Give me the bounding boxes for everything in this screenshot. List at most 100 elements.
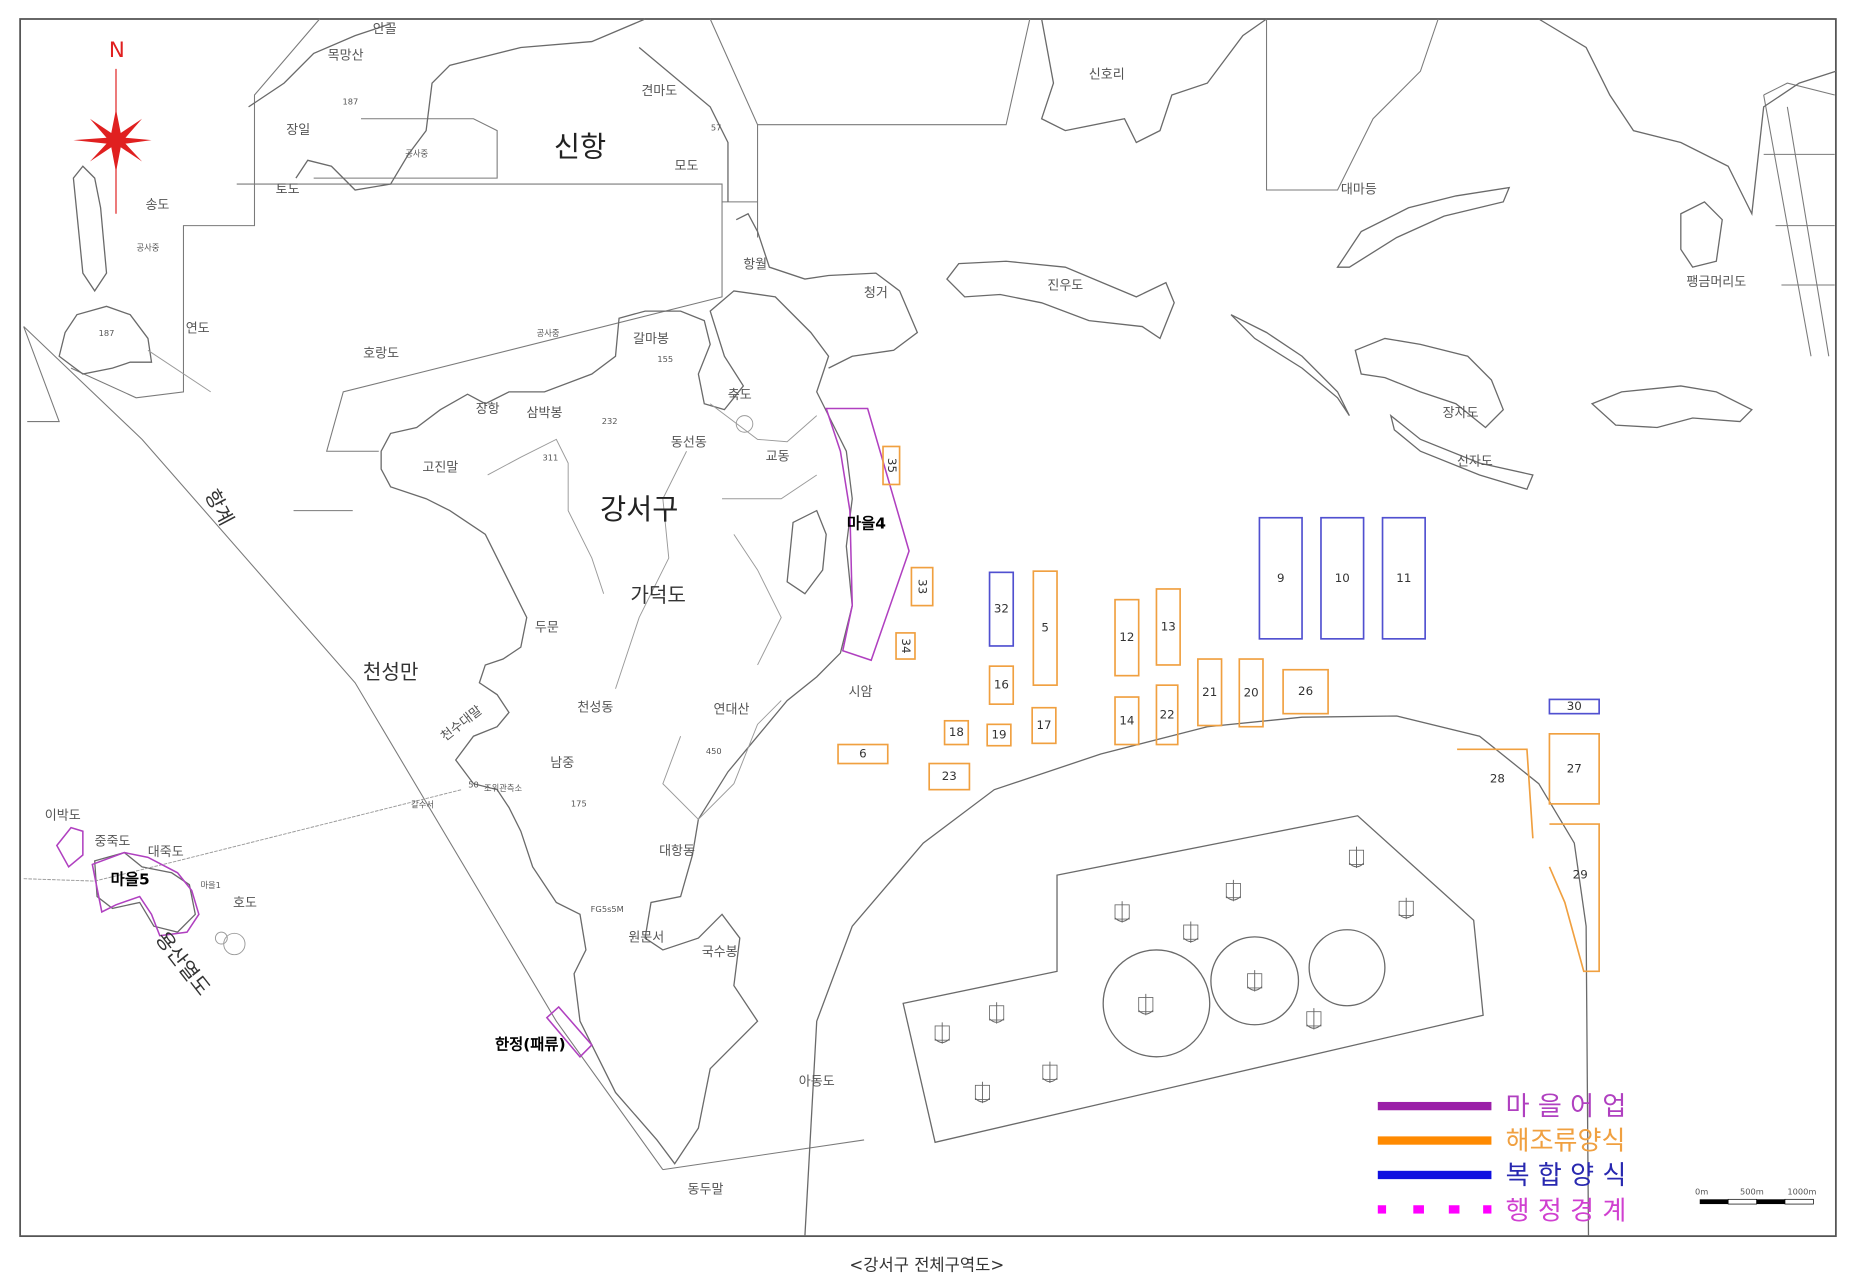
farm-boundary[interactable] — [1114, 696, 1140, 746]
farm-29[interactable]: 29 — [1548, 823, 1600, 973]
place-label: 마을1 — [200, 880, 220, 890]
farm-boundary[interactable] — [1155, 588, 1181, 666]
farm-boundary[interactable] — [1548, 698, 1600, 715]
place-label: 공사중 — [405, 149, 428, 159]
zone-hanjeong-outline[interactable] — [545, 1005, 593, 1058]
place-label: 대죽도 — [148, 845, 184, 860]
farm-boundary[interactable] — [910, 566, 934, 607]
place-label: 삼박봉 — [527, 406, 563, 421]
farm-27[interactable]: 27 — [1548, 733, 1600, 805]
farm-boundary[interactable] — [1548, 733, 1600, 805]
zone-ipakdo-outline[interactable] — [55, 826, 84, 869]
farm-boundary[interactable] — [1381, 516, 1426, 640]
farm-11[interactable]: 11 — [1381, 516, 1426, 640]
place-label: 천성만 — [363, 660, 419, 684]
farm-5[interactable]: 5 — [1032, 570, 1058, 686]
farm-id-label: 21 — [1202, 685, 1217, 699]
zone-village-4-outline[interactable] — [825, 407, 910, 662]
place-label: 신항 — [554, 131, 606, 164]
farm-19[interactable]: 19 — [986, 723, 1012, 747]
elevation-label: 311 — [543, 453, 559, 463]
farm-26[interactable]: 26 — [1282, 668, 1329, 715]
farm-id-label: 17 — [1036, 718, 1051, 732]
farm-12[interactable]: 12 — [1114, 598, 1140, 677]
farm-boundary[interactable] — [928, 762, 971, 791]
farm-id-label: 34 — [899, 638, 913, 653]
place-label: 동두말 — [688, 1182, 724, 1197]
farm-id-label: 23 — [942, 769, 957, 783]
farm-boundary[interactable] — [988, 665, 1015, 705]
place-label: 강서구 — [600, 493, 678, 526]
elevation-label: 187 — [342, 96, 358, 106]
place-label: 이박도 — [45, 808, 81, 823]
map-frame — [19, 18, 1837, 1238]
zone-village-5-outline[interactable] — [91, 851, 200, 937]
village-fishery-zones — [55, 407, 910, 1058]
farm-boundary[interactable] — [1155, 684, 1179, 746]
farm-boundary[interactable] — [986, 723, 1012, 747]
farm-6[interactable]: 6 — [837, 743, 889, 765]
farm-boundary[interactable] — [1457, 748, 1534, 839]
legend-swatch-seaweed — [1377, 1136, 1492, 1145]
farm-boundary[interactable] — [1114, 598, 1140, 677]
map-caption: <강서구 전체구역도> — [849, 1256, 1004, 1275]
farm-boundary[interactable] — [882, 445, 901, 486]
farm-32[interactable]: 32 — [988, 571, 1015, 647]
farm-33[interactable]: 33 — [910, 566, 934, 607]
farm-18[interactable]: 18 — [943, 719, 970, 746]
farm-22[interactable]: 22 — [1155, 684, 1179, 746]
place-label: 갈수서 — [411, 799, 434, 809]
place-label: 항월 — [743, 257, 767, 272]
farm-boundary[interactable] — [1548, 823, 1600, 973]
farm-boundary[interactable] — [1238, 658, 1264, 728]
elevation-label: 155 — [657, 354, 673, 364]
elevation-label: 187 — [99, 328, 115, 338]
place-label: 국수봉 — [702, 945, 738, 960]
anchorage-icon — [1225, 879, 1241, 902]
place-label: 공사중 — [537, 328, 560, 338]
elevation-label: 232 — [602, 416, 618, 426]
farm-id-label: 29 — [1573, 868, 1588, 882]
farm-23[interactable]: 23 — [928, 762, 971, 791]
legend-label-village: 마 을 어 업 — [1506, 1092, 1627, 1122]
farm-boundary[interactable] — [1258, 516, 1303, 640]
farm-boundary[interactable] — [1197, 658, 1223, 727]
place-label: 안골 — [373, 22, 397, 37]
farm-id-label: 13 — [1161, 619, 1176, 633]
terrain-layer — [23, 18, 1837, 1237]
place-label: 진우도 — [1047, 279, 1083, 294]
farm-34[interactable]: 34 — [895, 632, 916, 660]
farm-boundary[interactable] — [837, 743, 889, 765]
farm-10[interactable]: 10 — [1320, 516, 1365, 640]
farm-28[interactable]: 28 — [1457, 748, 1534, 839]
farm-9[interactable]: 9 — [1258, 516, 1303, 640]
farm-boundary[interactable] — [1031, 706, 1057, 745]
elevation-label: 175 — [571, 798, 587, 808]
farm-14[interactable]: 14 — [1114, 696, 1140, 746]
anchorage-icon — [1042, 1061, 1058, 1083]
farm-13[interactable]: 13 — [1155, 588, 1181, 666]
farm-boundary[interactable] — [1282, 668, 1329, 715]
farm-id-label: 19 — [991, 728, 1006, 742]
legend-label-complex: 복 합 양 식 — [1506, 1161, 1627, 1191]
farm-35[interactable]: 35 — [882, 445, 901, 486]
place-label: 연도 — [186, 321, 210, 336]
farm-boundary[interactable] — [943, 719, 970, 746]
farm-21[interactable]: 21 — [1197, 658, 1223, 727]
farm-boundary[interactable] — [1320, 516, 1365, 640]
farm-17[interactable]: 17 — [1031, 706, 1057, 745]
farm-boundary[interactable] — [988, 571, 1015, 647]
legend-swatch-village — [1377, 1101, 1492, 1111]
place-label: 장일 — [286, 123, 310, 138]
farm-boundary[interactable] — [1032, 570, 1058, 686]
place-label: 장항 — [476, 402, 500, 417]
farm-id-label: 9 — [1277, 571, 1285, 585]
farm-boundary[interactable] — [895, 632, 916, 660]
farm-16[interactable]: 16 — [988, 665, 1015, 705]
farm-30[interactable]: 30 — [1548, 698, 1600, 715]
farm-20[interactable]: 20 — [1238, 658, 1264, 728]
place-label: 연대산 — [714, 703, 750, 718]
anchorage-layer — [934, 846, 1414, 1104]
place-label: FG5s5M — [591, 904, 624, 914]
